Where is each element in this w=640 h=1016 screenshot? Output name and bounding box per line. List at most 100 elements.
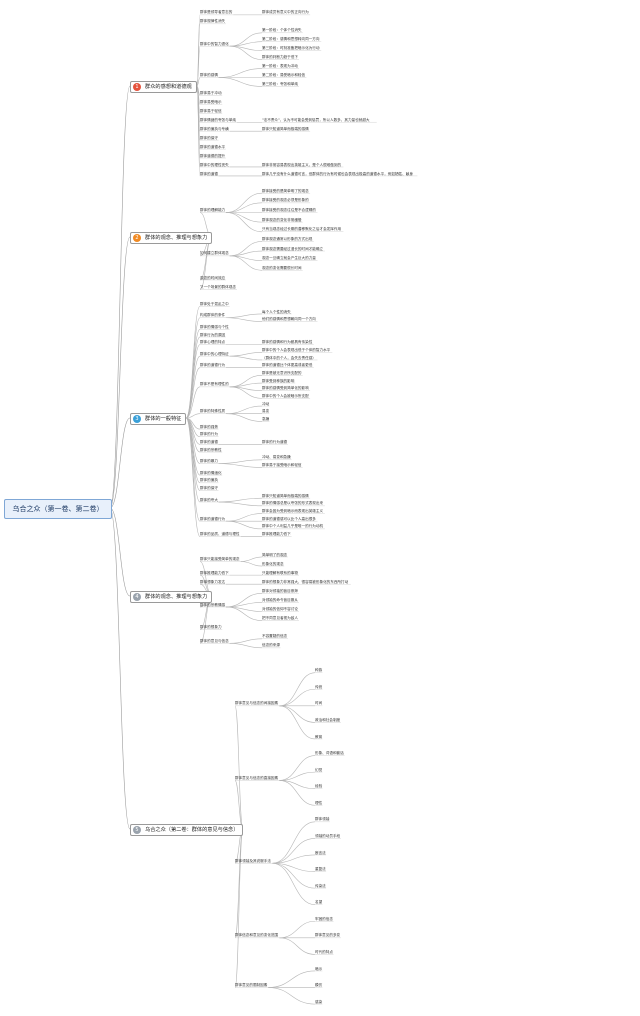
topic-node[interactable]: 群体意见与信念的间接因素 bbox=[235, 701, 279, 706]
topic-node[interactable]: 群体领袖及其说服手法 bbox=[235, 858, 271, 863]
subtopic-node[interactable]: 种族 bbox=[315, 668, 323, 673]
topic-node[interactable]: 群体易于轻信 bbox=[200, 108, 222, 113]
subtopic-node[interactable]: 感染 bbox=[315, 999, 323, 1004]
subtopic-node[interactable]: 群体几乎没有什么道德可言，但群体的行为有时候也会表现出极高的道德水平，例如牺牲、… bbox=[262, 171, 413, 176]
subtopic-node[interactable]: 名望 bbox=[315, 900, 323, 905]
subtopic-node[interactable]: 他们的感情和思想朝向同一个方向 bbox=[262, 317, 316, 322]
subtopic-node[interactable]: 观念一旦确立就会产生巨大的力量 bbox=[262, 256, 316, 261]
topic-node[interactable]: 群体的保守 bbox=[200, 486, 218, 491]
subtopic-node[interactable]: 群体对领袖的盲目崇拜 bbox=[262, 588, 298, 593]
topic-node[interactable]: 群体的道德行为 bbox=[200, 363, 226, 368]
topic-node[interactable]: 群体的道德 bbox=[200, 171, 218, 176]
subtopic-node[interactable]: 断言法 bbox=[315, 850, 326, 855]
topic-node[interactable]: 群体的保守 bbox=[200, 135, 218, 140]
topic-node[interactable]: 群体心理的特点 bbox=[200, 340, 226, 345]
subtopic-node[interactable]: 急躁 bbox=[262, 417, 270, 421]
subtopic-node[interactable]: 群体接受的是简单明了的观念 bbox=[262, 188, 309, 193]
subtopic-node[interactable]: 暗示 bbox=[315, 966, 323, 971]
subtopic-node[interactable]: 不容置疑的信念 bbox=[262, 634, 288, 639]
topic-node[interactable]: 观念的时间效应 bbox=[200, 275, 226, 280]
subtopic-node[interactable]: 对领袖的信仰不容讨论 bbox=[262, 607, 298, 612]
topic-node[interactable]: 群体的宗教情感 bbox=[200, 602, 226, 607]
subtopic-node[interactable]: 第一阶段：个体个性消失 bbox=[262, 28, 302, 33]
subtopic-node[interactable]: 经验 bbox=[315, 784, 323, 789]
subtopic-node[interactable]: 时间 bbox=[315, 701, 323, 706]
subtopic-node[interactable]: 群体成员有意义中的正向行为 bbox=[262, 10, 309, 15]
topic-node[interactable]: 又一个场景的群体观念 bbox=[200, 285, 236, 290]
subtopic-node[interactable]: 群体只知道简单而极端的感情 bbox=[262, 493, 309, 498]
subtopic-node[interactable]: 牢固的信念 bbox=[315, 916, 333, 921]
root-node[interactable]: 乌合之众（第一卷、第二卷） bbox=[4, 499, 112, 519]
subtopic-node[interactable]: 只能理解有联系的事物 bbox=[262, 570, 298, 575]
subtopic-node[interactable]: 政治和社会制度 bbox=[315, 718, 341, 722]
subtopic-node[interactable]: 群体的想象力非常强大，很容易被形象化的东西所打动 bbox=[262, 579, 349, 584]
subtopic-node[interactable]: 易变 bbox=[262, 409, 270, 414]
topic-node[interactable]: 群体的强势 bbox=[200, 424, 218, 429]
topic-node[interactable]: 群体的情感与个性 bbox=[200, 324, 229, 329]
topic-node[interactable]: 群体的偏执 bbox=[200, 478, 218, 483]
topic-node[interactable]: 群体的道德 bbox=[200, 440, 218, 445]
topic-node[interactable]: 群体情绪的夸张与单纯 bbox=[200, 117, 236, 122]
subtopic-node[interactable]: 群体的行为道德 bbox=[262, 440, 288, 445]
subtopic-node[interactable]: 传统 bbox=[315, 684, 323, 689]
topic-node[interactable]: 群体只能接受简单的观念 bbox=[200, 557, 240, 562]
subtopic-node[interactable]: 每个人个性的消失 bbox=[262, 309, 291, 314]
subtopic-node[interactable]: 群体的感情和行为都具有传染性 bbox=[262, 340, 313, 345]
topic-node[interactable]: 群体的偏执与专横 bbox=[200, 126, 229, 131]
subtopic-node[interactable]: 群体非常容易表现出英雄主义，是个人很难做到的 bbox=[262, 162, 342, 167]
subtopic-node[interactable]: 群体的道德感可以比个人高出很多 bbox=[262, 516, 316, 521]
subtopic-node[interactable]: 对领袖的命令盲目服从 bbox=[262, 598, 298, 602]
subtopic-node[interactable]: 简单明了的观念 bbox=[262, 552, 288, 557]
subtopic-node[interactable]: 群体受到种族的影响 bbox=[262, 378, 295, 383]
topic-node[interactable]: 群体中的心理特征 bbox=[200, 351, 229, 356]
subtopic-node[interactable]: 群体中的个人会被暗示所支配 bbox=[262, 393, 309, 398]
subtopic-node[interactable]: 群体的判断力趋于低下 bbox=[262, 55, 298, 60]
subtopic-node[interactable]: 冲动、易变和急躁 bbox=[262, 455, 291, 460]
subtopic-node[interactable]: 形象、词语和套话 bbox=[315, 751, 344, 756]
topic-node[interactable]: 群体的道德水平 bbox=[200, 144, 226, 149]
subtopic-node[interactable]: 群体观念需要经过漫长的时间才能确立 bbox=[262, 246, 324, 251]
subtopic-node[interactable]: 群体的感情受到简单化的影响 bbox=[262, 386, 309, 391]
topic-node[interactable]: 群体意见与信念的直接因素 bbox=[235, 776, 279, 780]
subtopic-node[interactable]: 群体推理能力低下 bbox=[262, 532, 291, 537]
subtopic-node[interactable]: 群体易于接受暗示和轻信 bbox=[262, 463, 302, 468]
subtopic-node[interactable]: 第一阶段：表现为冲动 bbox=[262, 64, 298, 69]
topic-node[interactable]: 群体规律性消失 bbox=[200, 19, 226, 24]
topic-node[interactable]: 群体的意见与信念 bbox=[200, 638, 229, 643]
subtopic-node[interactable]: 冲动 bbox=[262, 401, 270, 406]
subtopic-node[interactable]: 第三阶段：夸张和单纯 bbox=[262, 82, 298, 87]
topic-node[interactable]: 群体的暴力 bbox=[200, 459, 218, 464]
topic-node[interactable]: 群体的理解能力 bbox=[200, 208, 226, 213]
subtopic-node[interactable]: 群体接受的观念必须是形象的 bbox=[262, 198, 309, 203]
topic-node[interactable]: 群体易于冲动 bbox=[200, 91, 222, 95]
topic-node[interactable]: 群体是领导者意志的 bbox=[200, 10, 233, 15]
topic-node[interactable]: 群体信念和意见的变化范围 bbox=[235, 933, 279, 938]
subtopic-node[interactable]: 第二阶段：易受暗示和轻信 bbox=[262, 73, 306, 78]
subtopic-node[interactable]: 教育 bbox=[315, 734, 323, 739]
subtopic-node[interactable]: 理性 bbox=[315, 800, 323, 805]
topic-node[interactable]: 群体中的智力退化 bbox=[200, 41, 229, 46]
topic-node[interactable]: 群体易受暗示 bbox=[200, 99, 222, 104]
subtopic-node[interactable]: 群体观念通常以形象的方式出现 bbox=[262, 237, 313, 241]
subtopic-node[interactable]: 时代的特点 bbox=[315, 950, 333, 954]
subtopic-node[interactable]: 形象化的观念 bbox=[262, 561, 284, 566]
subtopic-node[interactable]: 群体的情感总是以夸张的形式表现出来 bbox=[262, 501, 324, 506]
topic-node[interactable]: 群体的行为 bbox=[200, 432, 218, 437]
topic-node[interactable]: 群体的道德行为 bbox=[200, 516, 226, 521]
subtopic-node[interactable]: 群体意见的多变 bbox=[315, 933, 341, 938]
subtopic-node[interactable]: 领袖的动员手段 bbox=[315, 834, 341, 838]
subtopic-node[interactable]: 群体是被无意识所支配的 bbox=[262, 370, 302, 375]
subtopic-node[interactable]: 群体会因为受到暗示而表现出英雄主义 bbox=[262, 509, 324, 514]
topic-node[interactable]: 群体处于混乱之中 bbox=[200, 301, 229, 306]
topic-node[interactable]: 群体的品质、道德与理性 bbox=[200, 532, 240, 537]
subtopic-node[interactable]: 只有当观念经过长期的潜移默化之后才会发挥作用 bbox=[262, 227, 342, 232]
subtopic-node[interactable]: 群体领袖 bbox=[315, 817, 330, 822]
subtopic-node[interactable]: 群体只知道简单而极端的感情 bbox=[262, 126, 309, 131]
subtopic-node[interactable]: 群体的道德比个体更高或者更低 bbox=[262, 363, 313, 368]
topic-node[interactable]: 群体的特殊性质 bbox=[200, 409, 226, 414]
topic-node[interactable]: 群体的宗教性 bbox=[200, 447, 222, 452]
